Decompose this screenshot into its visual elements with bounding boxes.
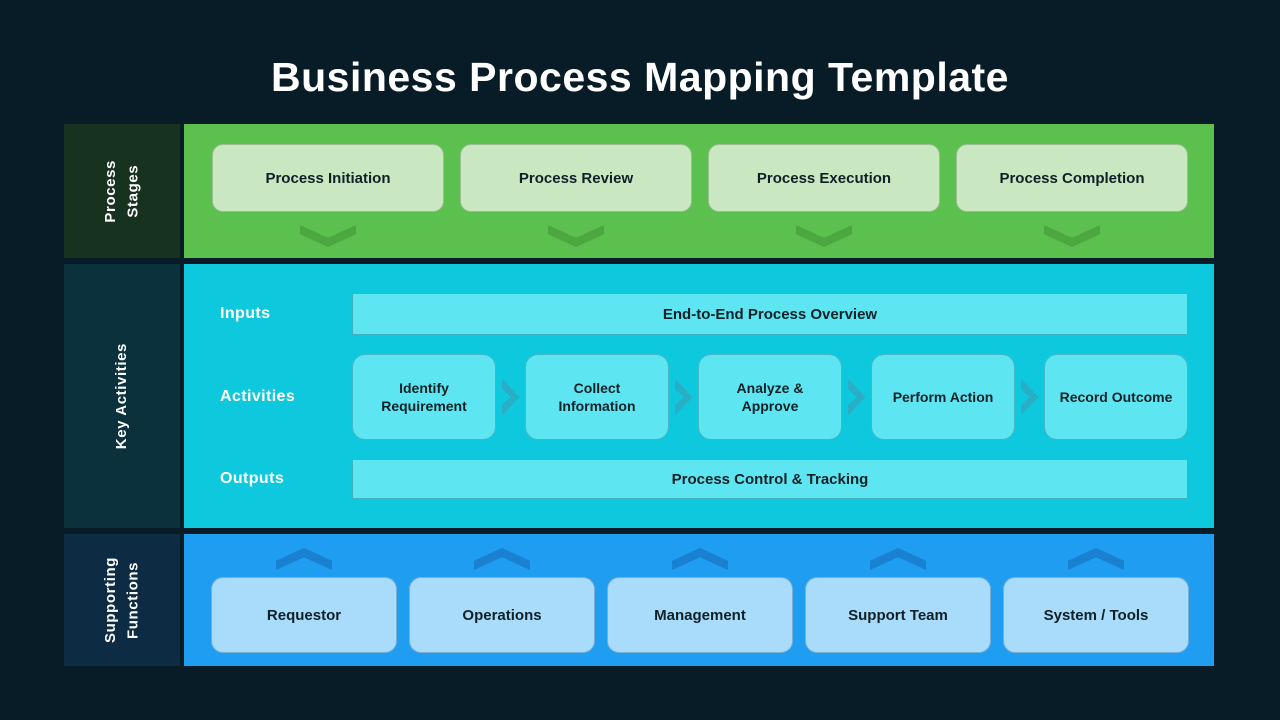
inputs-row-label: Inputs: [220, 305, 271, 322]
chevron-down-icon: [300, 225, 356, 247]
stage-column: Process Completion: [956, 144, 1188, 258]
key-activities-band: Key Activities Inputs End-to-End Process…: [64, 264, 1214, 528]
inputs-bar: End-to-End Process Overview: [352, 293, 1188, 335]
stage-box: Process Review: [460, 144, 692, 212]
activities-strip: Identify Requirement Collect Information…: [352, 354, 1188, 440]
chevron-right-icon: [501, 378, 520, 416]
activity-box: Analyze & Approve: [698, 354, 842, 440]
chevron-up-icon: [474, 548, 530, 570]
supporting-functions-label: Supporting Functions: [101, 557, 142, 643]
diagram: Process Stages Process Initiation Proces…: [64, 124, 1214, 666]
support-box: Support Team: [805, 577, 991, 653]
support-column: Support Team: [805, 548, 991, 666]
activities-row: Activities Identify Requirement Collect …: [184, 354, 1188, 440]
stage-column: Process Initiation: [212, 144, 444, 258]
chevron-right-icon: [1020, 378, 1039, 416]
activity-box: Identify Requirement: [352, 354, 496, 440]
stage-column: Process Review: [460, 144, 692, 258]
supporting-functions-band: Supporting Functions Requestor Operation…: [64, 534, 1214, 666]
chevron-down-icon: [796, 225, 852, 247]
activity-box: Record Outcome: [1044, 354, 1188, 440]
outputs-row-label: Outputs: [220, 470, 285, 487]
support-box: Requestor: [211, 577, 397, 653]
support-column: Management: [607, 548, 793, 666]
activity-box: Collect Information: [525, 354, 669, 440]
outputs-row: Outputs Process Control & Tracking: [184, 459, 1188, 499]
support-box: Operations: [409, 577, 595, 653]
page-title: Business Process Mapping Template: [270, 54, 1009, 100]
chevron-up-icon: [870, 548, 926, 570]
key-activities-label: Key Activities: [112, 342, 130, 450]
support-column: System / Tools: [1003, 548, 1189, 666]
stage-column: Process Execution: [708, 144, 940, 258]
activities-row-label: Activities: [220, 388, 296, 405]
process-stages-row: Process Initiation Process Review Proces…: [184, 124, 1214, 258]
supporting-functions-row: Requestor Operations Management Support …: [184, 534, 1214, 666]
stage-box: Process Execution: [708, 144, 940, 212]
stage-box: Process Initiation: [212, 144, 444, 212]
support-column: Operations: [409, 548, 595, 666]
inputs-row: Inputs End-to-End Process Overview: [184, 293, 1188, 335]
process-stages-sidebar: Process Stages: [64, 124, 180, 258]
support-column: Requestor: [211, 548, 397, 666]
key-activities-rows: Inputs End-to-End Process Overview Activ…: [184, 264, 1214, 528]
stage-box: Process Completion: [956, 144, 1188, 212]
key-activities-sidebar: Key Activities: [64, 264, 180, 528]
supporting-functions-sidebar: Supporting Functions: [64, 534, 180, 666]
chevron-down-icon: [1044, 225, 1100, 247]
support-box: Management: [607, 577, 793, 653]
process-stages-label: Process Stages: [101, 159, 142, 223]
process-stages-band: Process Stages Process Initiation Proces…: [64, 124, 1214, 258]
chevron-down-icon: [548, 225, 604, 247]
chevron-right-icon: [847, 378, 866, 416]
activity-box: Perform Action: [871, 354, 1015, 440]
chevron-right-icon: [674, 378, 693, 416]
support-box: System / Tools: [1003, 577, 1189, 653]
outputs-bar: Process Control & Tracking: [352, 459, 1188, 499]
chevron-up-icon: [672, 548, 728, 570]
chevron-up-icon: [276, 548, 332, 570]
chevron-up-icon: [1068, 548, 1124, 570]
